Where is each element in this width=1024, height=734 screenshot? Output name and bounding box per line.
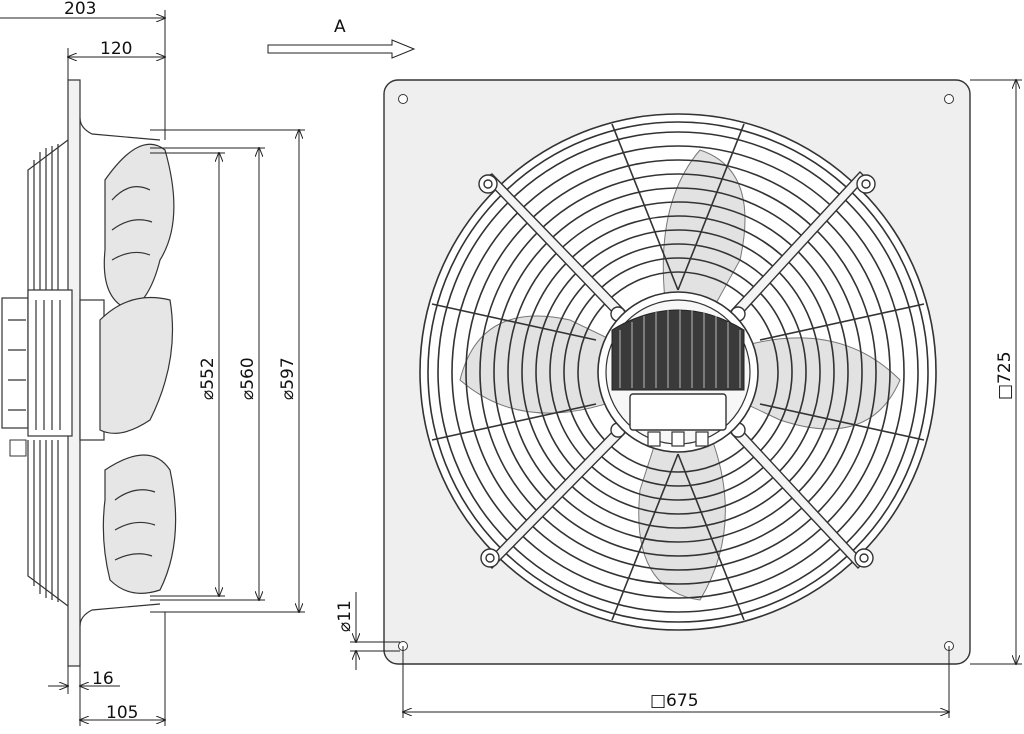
side-dimension-lines (0, 10, 305, 726)
dim-560-label: ⌀560 (238, 357, 258, 400)
terminal-box (629, 393, 727, 431)
dim-725-label: □725 (995, 351, 1015, 400)
side-venturi-top (79, 117, 161, 141)
side-motor (1, 289, 105, 457)
dim-597-label: ⌀597 (278, 357, 298, 400)
front-dimension-lines (350, 80, 1022, 718)
corner-hole (944, 94, 954, 104)
guard-rings (427, 121, 929, 623)
side-guard-grille (27, 139, 69, 607)
side-venturi-bottom (79, 603, 161, 627)
view-label: A (334, 17, 346, 37)
dim-552-label: ⌀552 (198, 357, 218, 400)
guard-radial-wires (431, 123, 925, 621)
dim-16-label: 16 (92, 669, 114, 689)
dim-675-label: □675 (650, 691, 699, 711)
side-view (1, 79, 177, 667)
front-view (383, 79, 971, 665)
dim-hole-label: ⌀11 (335, 600, 355, 632)
support-struts (482, 170, 867, 570)
view-arrow-a (267, 39, 416, 59)
dim-203-label: 203 (64, 0, 96, 19)
side-blades (99, 143, 177, 594)
dim-120-label: 120 (100, 39, 132, 59)
motor-hub (597, 291, 759, 453)
dim-105-label: 105 (106, 703, 138, 723)
corner-hole (398, 94, 408, 104)
